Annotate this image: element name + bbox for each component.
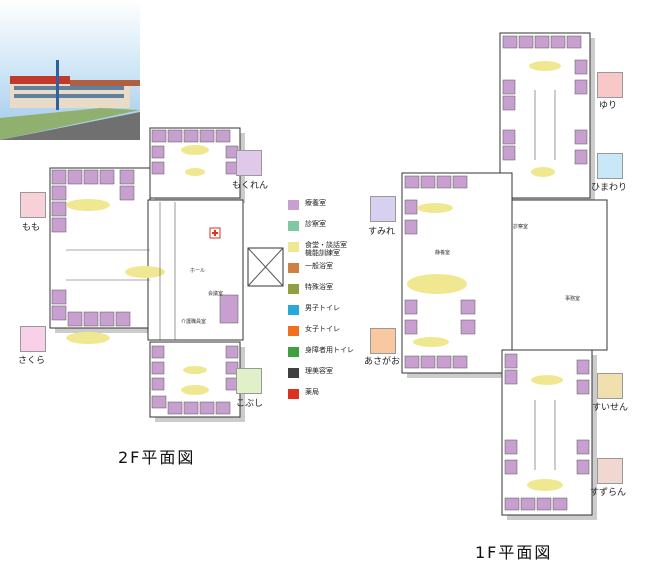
sumire-flower-icon xyxy=(370,196,396,222)
legend-swatch xyxy=(288,326,299,336)
ward-mokuren: もくれん xyxy=(232,181,269,191)
legend-swatch xyxy=(288,284,299,294)
legend-label: 女子トイレ xyxy=(305,325,340,333)
legend-swatch xyxy=(288,305,299,315)
legend: 療養室診察室食堂・談話室機能訓練室一般浴室特殊浴室男子トイレ女子トイレ身障者用ト… xyxy=(288,196,380,406)
legend-swatch xyxy=(288,368,299,378)
kobushi-flower-icon xyxy=(236,368,262,394)
title-floor1: 1F平面図 xyxy=(475,543,553,562)
legend-item: 薬局 xyxy=(288,385,380,406)
label-meeting: 会議室 xyxy=(208,290,223,297)
legend-label: 薬局 xyxy=(305,388,319,396)
legend-label: 食堂・談話室機能訓練室 xyxy=(305,241,347,257)
legend-item: 理美容室 xyxy=(288,364,380,385)
suisen-flower-icon xyxy=(597,373,623,399)
ward-suzuran: すずらん xyxy=(590,488,627,498)
legend-label: 療養室 xyxy=(305,199,326,207)
legend-swatch xyxy=(288,242,299,252)
label-office: 事務室 xyxy=(565,295,580,302)
sakura-flower-icon xyxy=(20,326,46,352)
legend-item: 男子トイレ xyxy=(288,301,380,322)
mokuren-flower-icon xyxy=(236,150,262,176)
floor-plan-1f: 静養室 診察室 事務室 xyxy=(401,32,608,520)
ward-sakura: さくら xyxy=(18,356,46,366)
legend-item: 女子トイレ xyxy=(288,322,380,343)
legend-label: 一般浴室 xyxy=(305,262,333,270)
ward-himawari: ひまわり xyxy=(591,183,628,193)
ward-kobushi: こぶし xyxy=(236,399,264,409)
legend-item: 身障者用トイレ xyxy=(288,343,380,364)
yuri-flower-icon xyxy=(597,72,623,98)
asagao-flower-icon xyxy=(370,328,396,354)
legend-item: 特殊浴室 xyxy=(288,280,380,301)
building-photo xyxy=(0,0,140,140)
momo-flower-icon xyxy=(20,192,46,218)
legend-swatch xyxy=(288,263,299,273)
legend-swatch xyxy=(288,200,299,210)
legend-item: 診察室 xyxy=(288,217,380,238)
legend-label: 診察室 xyxy=(305,220,326,228)
suzuran-flower-icon xyxy=(597,458,623,484)
legend-item: 療養室 xyxy=(288,196,380,217)
title-floor2: 2F平面図 xyxy=(118,448,196,467)
ward-sumire: すみれ xyxy=(368,227,396,237)
label-hall: ホール xyxy=(190,268,205,274)
label-exam: 診察室 xyxy=(513,223,528,230)
himawari-flower-icon xyxy=(597,153,623,179)
legend-swatch xyxy=(288,347,299,357)
ward-momo: もも xyxy=(22,223,41,233)
ward-yuri: ゆり xyxy=(599,101,618,111)
legend-label: 身障者用トイレ xyxy=(305,346,354,354)
legend-label: 男子トイレ xyxy=(305,304,340,312)
label-rest: 静養室 xyxy=(435,249,450,256)
legend-swatch xyxy=(288,221,299,231)
legend-item: 一般浴室 xyxy=(288,259,380,280)
ward-suisen: すいせん xyxy=(592,403,629,413)
legend-label: 理美容室 xyxy=(305,367,333,375)
ward-asagao: あさがお xyxy=(364,357,401,367)
legend-swatch xyxy=(288,389,299,399)
legend-label: 特殊浴室 xyxy=(305,283,333,291)
label-staff: 介護職員室 xyxy=(181,318,206,325)
floor-plan-2f: ホール 会議室 介護職員室 xyxy=(49,127,284,422)
legend-item: 食堂・談話室機能訓練室 xyxy=(288,238,380,259)
